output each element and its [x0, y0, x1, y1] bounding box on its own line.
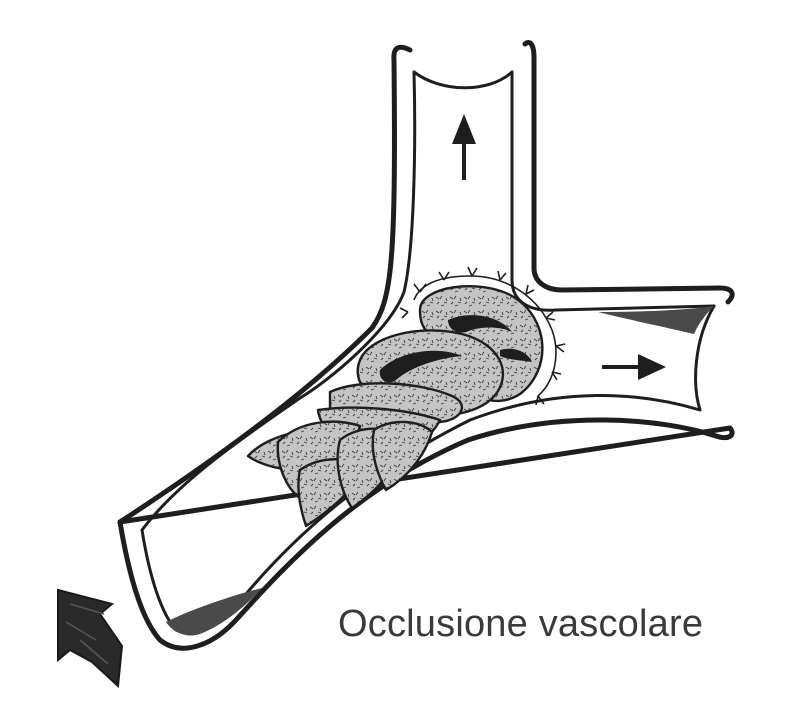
big-arrow-icon [58, 590, 122, 686]
diagram-caption: Occlusione vascolare [338, 603, 703, 646]
arrow-up-icon [452, 114, 476, 180]
wall-shadow-right [598, 306, 714, 334]
arrow-right-icon [602, 354, 666, 380]
wall-shadow-bottom [166, 588, 262, 636]
